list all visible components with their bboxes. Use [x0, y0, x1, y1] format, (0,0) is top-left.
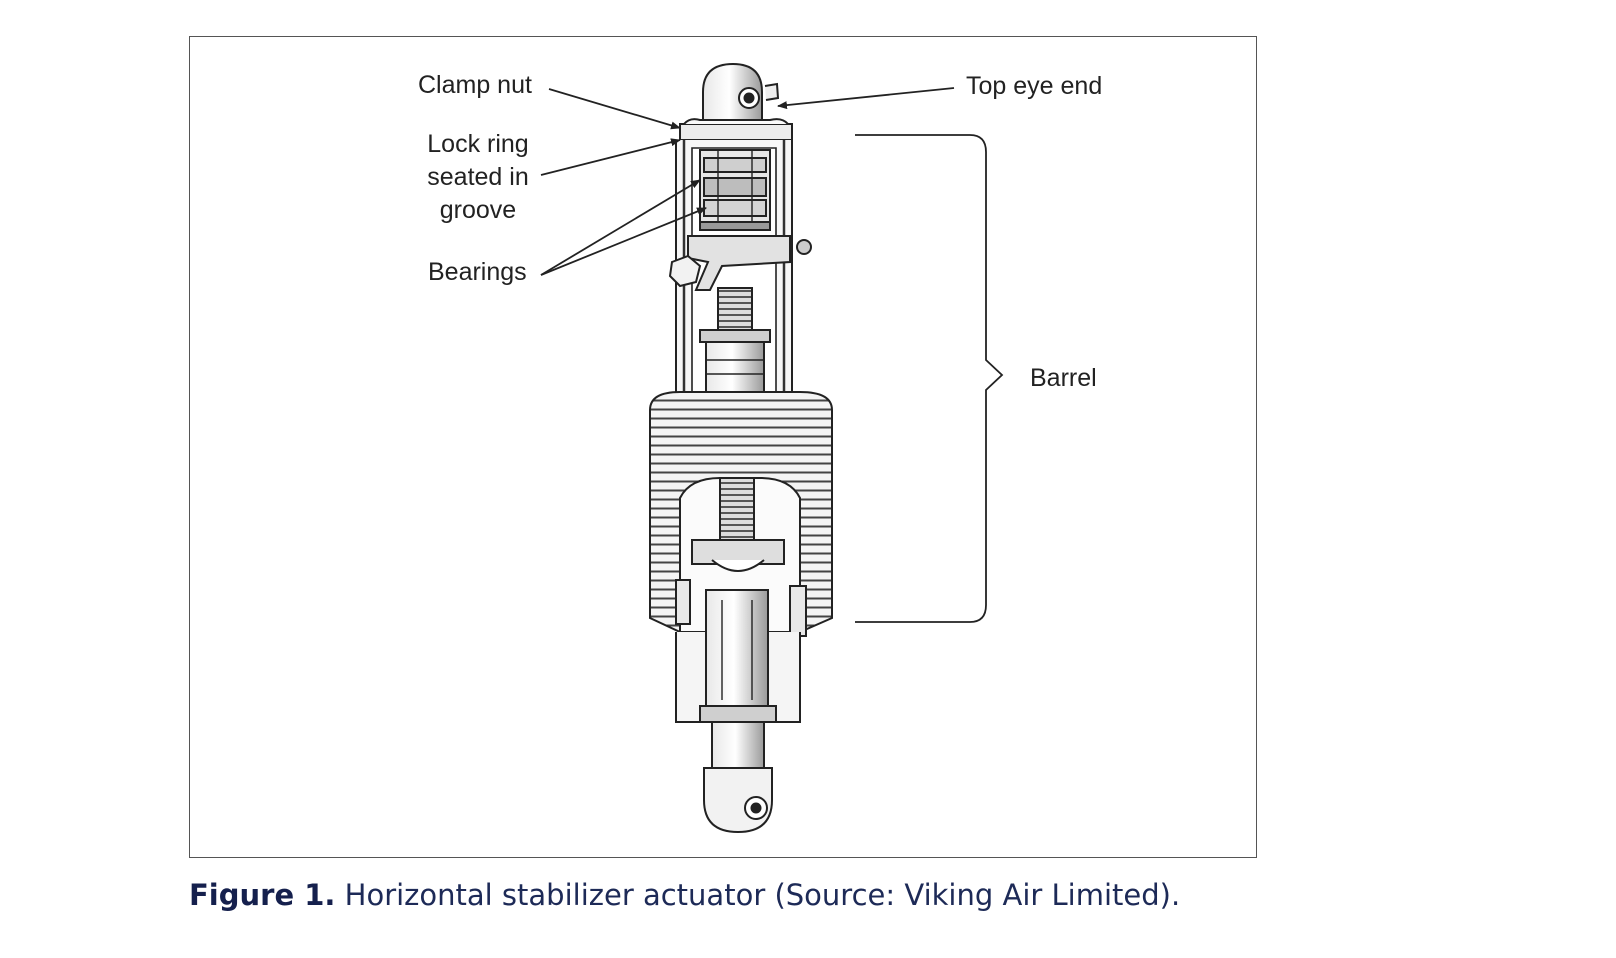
actuator-illustration: [649, 62, 833, 834]
barrel-bracket: [855, 134, 1004, 623]
leader-lines: [540, 87, 1004, 623]
top-eye-end-shape: [702, 62, 780, 125]
callout-top-eye-end: Top eye end: [966, 72, 1103, 100]
leader-clamp-nut: [548, 88, 681, 130]
callout-lock-ring-line-2: seated in: [427, 163, 529, 191]
bearing-assembly: [699, 149, 771, 231]
bracket-and-bolt: [668, 235, 812, 291]
bottom-eye-end-shape: [703, 721, 773, 834]
clamp-nut-shape: [679, 118, 793, 141]
figure-caption: Figure 1. Horizontal stabilizer actuator…: [189, 878, 1180, 912]
caption-text: Horizontal stabilizer actuator (Source: …: [335, 878, 1181, 912]
leader-bearings-a: [540, 179, 701, 276]
callout-lock-ring: Lock ring seated in groove: [418, 128, 538, 227]
callout-lock-ring-line-3: groove: [439, 196, 517, 224]
callout-lock-ring-line-1: Lock ring: [427, 130, 529, 158]
leader-lock-ring: [540, 138, 681, 176]
callout-bearings: Bearings: [428, 258, 527, 286]
screw-shaft-upper: [699, 287, 771, 393]
leader-bearings-b: [540, 207, 707, 276]
callout-barrel: Barrel: [1030, 364, 1097, 392]
leader-top-eye-end: [777, 87, 955, 110]
callout-clamp-nut: Clamp nut: [418, 71, 532, 99]
caption-label: Figure 1.: [189, 878, 336, 912]
lower-tube: [675, 589, 801, 723]
